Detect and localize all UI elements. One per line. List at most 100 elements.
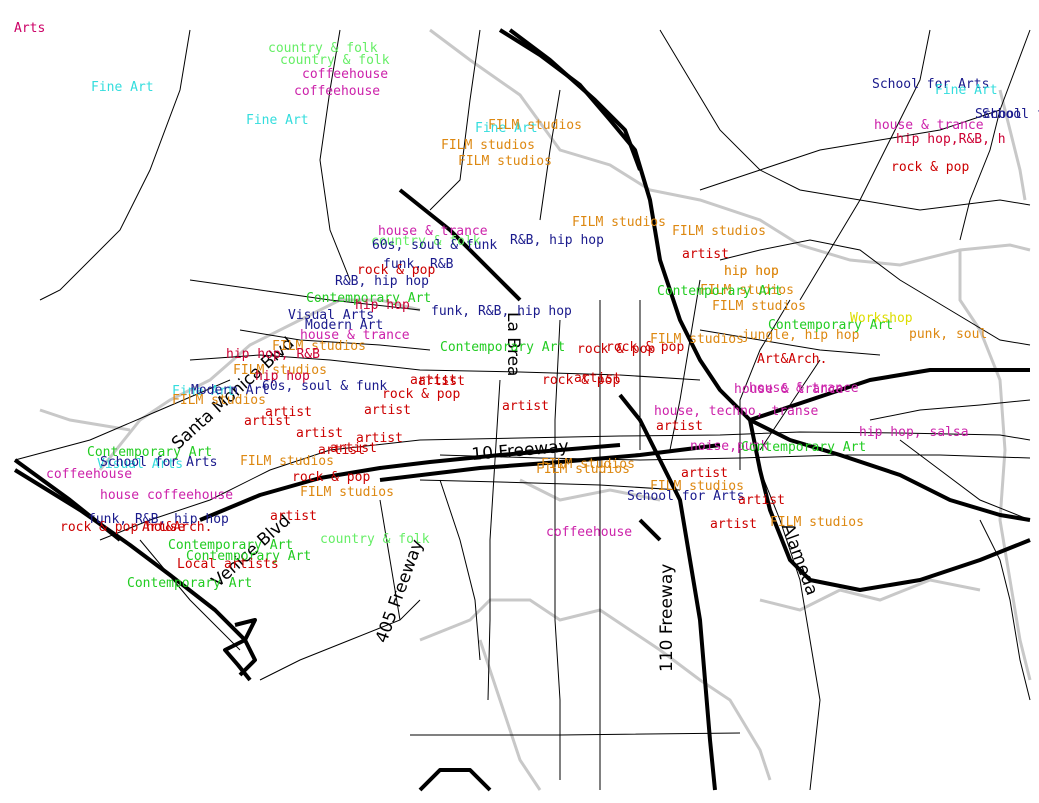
venue-label-contemporary-art: Contemporary Art bbox=[87, 445, 212, 460]
venue-label-funk-rnb-hiphop: funk, R&B, hip hop bbox=[88, 512, 229, 527]
road bbox=[869, 399, 1031, 421]
venue-label-film-studios: FILM studios bbox=[300, 485, 394, 500]
boundary-north-2 bbox=[998, 89, 1027, 201]
venue-label-artist: artist bbox=[356, 431, 403, 446]
venue-label-film-studios: FILM studios bbox=[536, 462, 630, 477]
venue-label-film-studios: FILM studios bbox=[272, 339, 366, 354]
road bbox=[14, 379, 231, 461]
venue-label-funk-rnb-hiphop: funk, R&B, hip hop bbox=[431, 304, 572, 319]
venue-label-rock-pop: rock & pop bbox=[542, 373, 620, 388]
freeway-10-mid bbox=[379, 443, 721, 482]
road bbox=[959, 29, 1031, 241]
freeway-south bbox=[418, 768, 492, 792]
venue-label-contemporary-art: Contemporary Art bbox=[741, 440, 866, 455]
road bbox=[379, 499, 401, 621]
venue-label-rock-pop: rock & pop bbox=[891, 160, 969, 175]
road bbox=[799, 29, 931, 301]
road bbox=[99, 439, 421, 541]
boundary-south bbox=[419, 598, 772, 781]
road bbox=[39, 29, 191, 301]
freeway-sw bbox=[223, 618, 257, 682]
venue-label-artist: artist bbox=[656, 419, 703, 434]
minor-roads bbox=[14, 29, 1031, 791]
venue-label-rock-pop: rock & pop bbox=[292, 470, 370, 485]
venue-label-salsa: hip hop, salsa bbox=[859, 425, 969, 440]
venue-label-rock-pop: rock & pop bbox=[577, 342, 655, 357]
road bbox=[699, 329, 881, 356]
venue-label-arts: Arts bbox=[14, 21, 45, 36]
venue-label-house-trance: house & trance bbox=[378, 224, 488, 239]
boundary-west-2 bbox=[39, 408, 131, 432]
venue-label-punk-soul: punk, soul bbox=[909, 327, 987, 342]
venue-label-hip-hop-rnb: hip hop bbox=[355, 298, 410, 313]
venue-label-hip-hop-rnb: hip hop bbox=[255, 369, 310, 384]
road bbox=[719, 239, 1031, 346]
boundary-south-2 bbox=[478, 639, 542, 791]
venue-label-funk-rnb-hiphop: funk, R&B bbox=[383, 257, 454, 272]
venue-label-film-studios: FILM studios bbox=[770, 515, 864, 530]
boundary-east-2 bbox=[759, 578, 981, 612]
road bbox=[699, 109, 1001, 191]
venue-label-film-studios: FILM studios bbox=[458, 154, 552, 169]
venue-label-rock-pop: rock & pop bbox=[382, 387, 460, 402]
freeway-10-east bbox=[749, 368, 1030, 422]
venue-label-film-studios: FILM studios bbox=[172, 393, 266, 408]
venue-label-art-arch: Art&Arch. bbox=[757, 352, 827, 367]
venue-label-film-studios: hip hop bbox=[724, 264, 779, 279]
venue-label-country-folk: country & folk bbox=[280, 53, 390, 68]
freeway-101 bbox=[498, 28, 1031, 522]
venue-label-country-folk: country & folk bbox=[371, 234, 481, 249]
road bbox=[759, 469, 821, 791]
venue-label-coffeehouse: coffeehouse bbox=[46, 467, 132, 482]
venue-label-funk-rnb-hiphop: R&B, hip hop bbox=[335, 274, 429, 289]
freeway-west bbox=[13, 458, 122, 542]
venue-label-film-studios: FILM studios bbox=[240, 454, 334, 469]
venue-label-fine-art: Fine Art bbox=[91, 80, 154, 95]
freeways bbox=[13, 28, 1031, 792]
road bbox=[554, 319, 561, 780]
road bbox=[539, 89, 561, 221]
venue-label-country-folk: country & folk bbox=[320, 532, 430, 547]
venue-label-school-for-arts: School for Arts bbox=[100, 455, 217, 470]
venue-label-local-artists: Local artists bbox=[177, 557, 279, 572]
venue-label-artist: artist bbox=[574, 371, 621, 386]
venue-label-artist: artist bbox=[296, 426, 343, 441]
venue-label-school-for-arts: School for Arts bbox=[872, 77, 989, 92]
venue-label-artist: artist bbox=[502, 399, 549, 414]
venue-label-film-studios: FILM studios bbox=[572, 215, 666, 230]
venue-label-country-folk: country & folk bbox=[268, 41, 378, 56]
venue-label-contemporary-art: Contemporary Art bbox=[168, 538, 293, 553]
venue-label-film-studios: FILM studios bbox=[488, 118, 582, 133]
venue-label-contemporary-art: Contemporary Art bbox=[768, 318, 893, 333]
venue-label-contemporary-art: Contemporary Art bbox=[186, 549, 311, 564]
venue-label-contemporary-art: Contemporary Art bbox=[127, 576, 252, 591]
venue-label-rock-pop: rock & pop bbox=[357, 263, 435, 278]
venue-label-workshop: Workshop bbox=[850, 311, 913, 326]
venue-label-jungle-hip-hop: jungle, hip hop bbox=[742, 328, 860, 343]
venue-label-contemporary-art: Contemporary Art bbox=[440, 340, 565, 355]
road bbox=[429, 29, 481, 211]
boundary-center bbox=[519, 478, 661, 502]
road bbox=[239, 329, 431, 351]
venue-label-film-studios: FILM studios bbox=[233, 363, 327, 378]
road bbox=[319, 29, 351, 281]
road bbox=[487, 379, 501, 701]
venue-label-rock-pop: rock & pop bbox=[606, 340, 684, 355]
venue-label-film-studios: FILM studios bbox=[672, 224, 766, 239]
venue-label-film-studios: FILM studios bbox=[712, 299, 806, 314]
freeway-5-north bbox=[508, 28, 642, 171]
venue-label-film-studios: hip hop bbox=[724, 264, 779, 279]
venue-label-film-studios: FILM studios bbox=[541, 457, 635, 472]
venue-label-noise-punk: noise,punk bbox=[690, 439, 768, 454]
venue-label-house-trance: house & trance bbox=[300, 328, 410, 343]
freeway-405 bbox=[398, 188, 522, 302]
venue-label-fine-art: Fine Art bbox=[935, 83, 998, 98]
venue-label-artist: artist bbox=[364, 403, 411, 418]
boundary-north bbox=[429, 28, 1031, 267]
road bbox=[669, 279, 701, 451]
venue-label-school-for-arts: School bbox=[975, 107, 1022, 122]
road bbox=[659, 29, 1031, 211]
boundary-east bbox=[958, 250, 1032, 681]
